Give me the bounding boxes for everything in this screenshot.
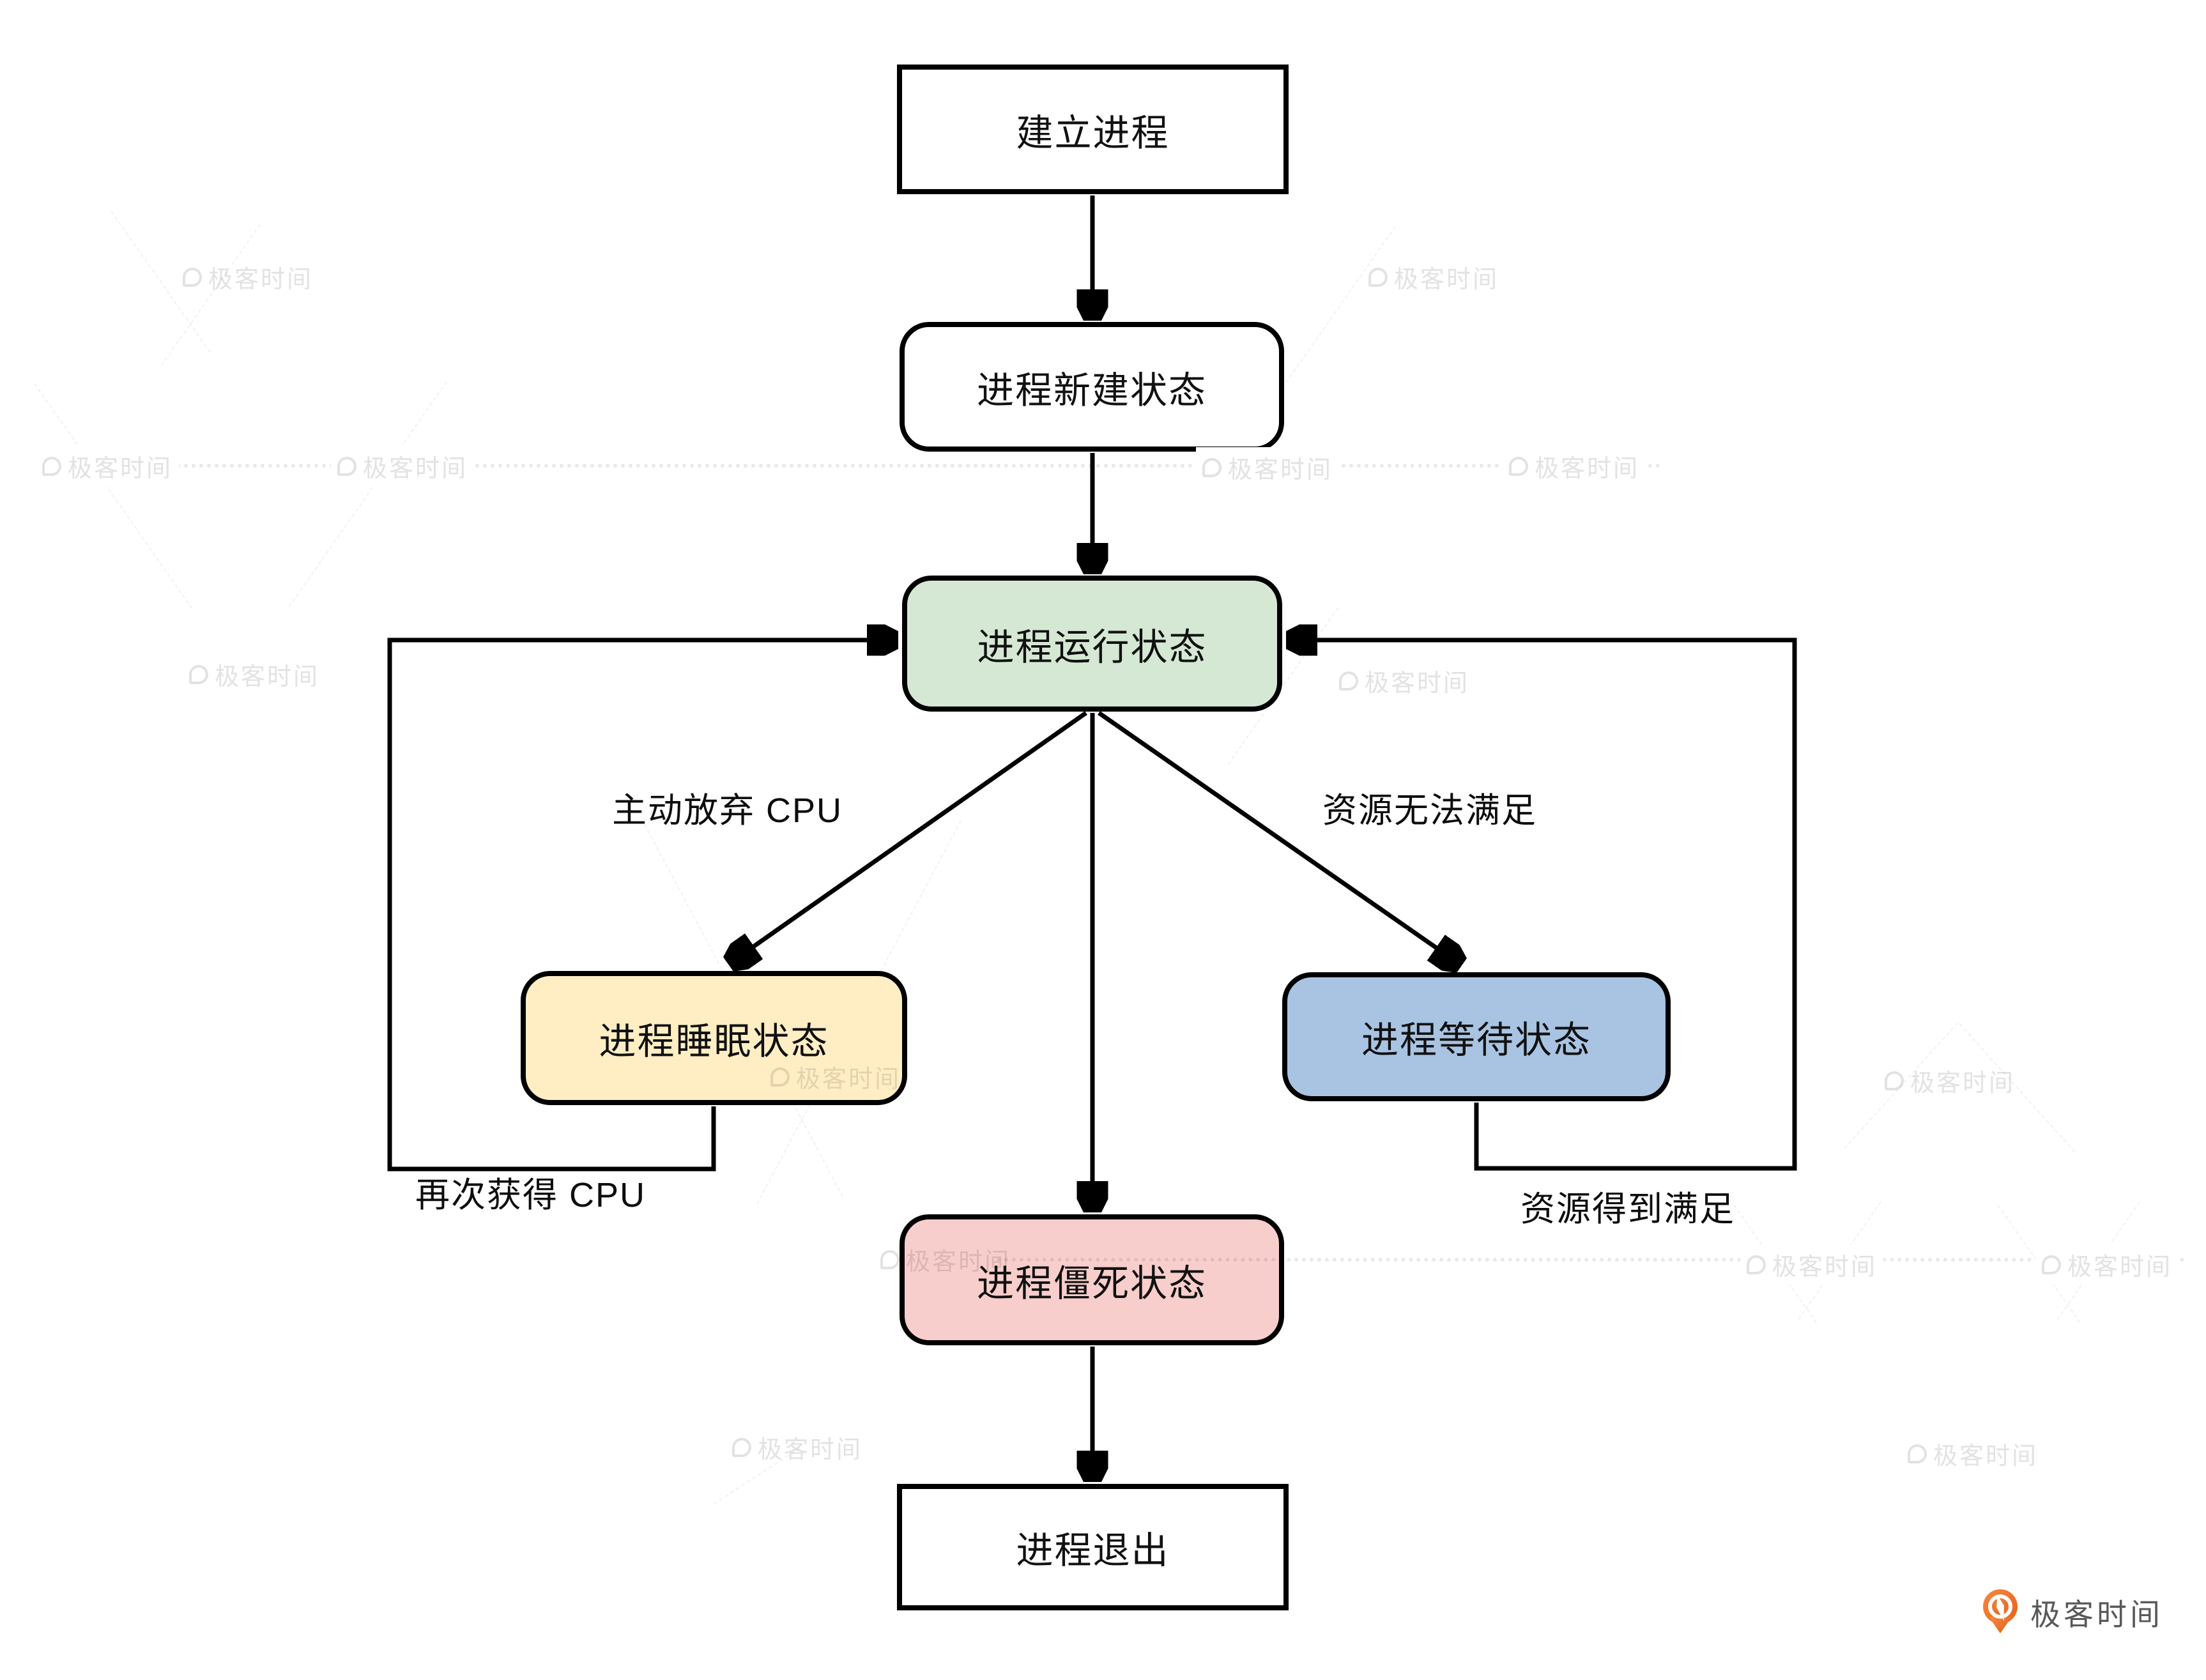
geektime-ring-icon [189,664,208,684]
geektime-ring-icon [732,1437,751,1457]
watermark: 极客时间 [1368,259,1499,294]
geektime-ring-icon [1339,671,1358,691]
watermark: 极客时间 [1503,446,1646,486]
watermark: 极客时间 [1908,1436,2038,1471]
node-sleep-state: 进程睡眠状态 [521,971,907,1105]
geektime-ring-icon [770,1067,790,1087]
geektime-ring-icon [183,267,202,287]
edge-sleep-to-running [387,640,894,1172]
node-exit-process: 进程退出 [897,1484,1289,1610]
watermark: 极客时间 [1740,1244,1884,1285]
edge-label-resource-met: 资源得到满足 [1520,1190,1735,1228]
edge-wait-to-running [1290,640,1797,1171]
watermark: 极客时间 [1885,1063,2015,1098]
geektime-ring-icon [42,456,61,476]
watermark: 极客时间 [770,1059,901,1094]
node-create-process: 建立进程 [897,65,1289,194]
dotted-line [997,1258,2185,1262]
node-wait-state: 进程等待状态 [1282,972,1671,1101]
watermark: 极客时间 [189,657,319,692]
node-zombie-state: 进程僵死状态 [900,1214,1284,1345]
edge-label-regain-cpu: 再次获得 CPU [415,1176,647,1214]
node-label: 进程僵死状态 [976,1262,1207,1304]
watermark: 极客时间 [732,1430,862,1465]
geektime-ring-icon [1885,1071,1904,1090]
node-label: 进程睡眠状态 [599,1021,829,1062]
node-label: 进程新建状态 [976,369,1207,411]
geektime-ring-icon [1509,456,1528,476]
geektime-ring-icon [1747,1255,1766,1274]
edge-label-give-up-cpu: 主动放弃 CPU [612,791,843,830]
geektime-ring-icon [1908,1444,1927,1463]
geektime-logo-text: 极客时间 [2030,1597,2163,1631]
watermark: 极客时间 [331,446,475,486]
watermark: 极客时间 [1339,663,1469,698]
geektime-ring-icon [1202,457,1222,477]
edge-running-to-wait [1098,711,1459,963]
geektime-ring-icon [2042,1255,2061,1274]
watermark: 极客时间 [1196,447,1340,487]
geektime-ring-icon [337,456,356,476]
geektime-logo-icon [1983,1589,2018,1633]
node-label: 建立进程 [1016,112,1170,154]
watermark: 极客时间 [183,259,313,294]
node-new-state: 进程新建状态 [900,322,1284,452]
node-running-state: 进程运行状态 [902,576,1282,712]
node-label: 进程等待状态 [1361,1019,1591,1061]
edge-running-to-sleep [732,711,1088,962]
watermark: 极客时间 [2035,1244,2179,1285]
geektime-ring-icon [880,1249,900,1269]
node-label: 进程运行状态 [977,626,1207,668]
dotted-line [38,464,1661,468]
node-label: 进程退出 [1016,1530,1170,1571]
watermark: 极客时间 [880,1242,1011,1277]
geektime-logo: 极客时间 [1980,1588,2163,1635]
edge-label-resource-unmet: 资源无法满足 [1322,791,1537,830]
geektime-ring-icon [1368,267,1388,287]
watermark: 极客时间 [36,446,180,486]
